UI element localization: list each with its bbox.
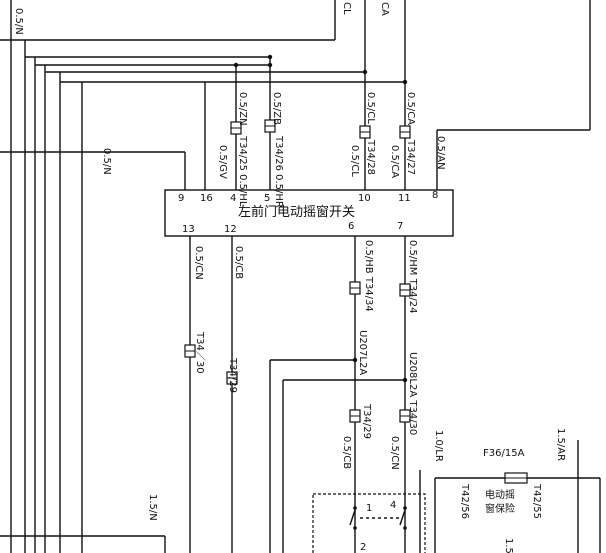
label-hr: T34/26 0.5/HR	[273, 135, 284, 208]
switch-box	[164, 189, 454, 237]
pin-9: 9	[178, 193, 184, 204]
switch-title: 左前门电动摇窗开关	[238, 204, 355, 220]
relay-pin-4: 4	[390, 500, 396, 511]
label-zb: 0.5/ZB	[271, 92, 282, 125]
label-n-bottom: 1.5/N	[147, 494, 158, 521]
label-t42-55: T42/55	[531, 483, 542, 519]
pin-16: 16	[200, 193, 213, 204]
relay-block	[312, 493, 426, 553]
label-slash: 1.5/	[503, 538, 514, 553]
relay-pin-1: 1	[366, 503, 372, 514]
label-t34-29: T34/29	[227, 357, 238, 393]
label-gv: 0.5/GV	[217, 145, 228, 179]
pin-12: 12	[224, 224, 237, 235]
relay-pin-2: 2	[360, 542, 366, 553]
contact-dot	[353, 526, 357, 530]
label-hl: T34/25 0.5/HL	[237, 135, 248, 207]
junction-dot	[362, 69, 368, 75]
relay-contact-1	[349, 509, 356, 526]
label-cl-lower: 0.5/CL	[349, 145, 360, 177]
label-lr: 1.0/LR	[433, 430, 444, 462]
label-u208: U208L2A T34/30	[407, 352, 418, 435]
label-t34-29b: T34/29	[361, 403, 372, 439]
label-cn: 0.5/CN	[193, 246, 204, 280]
label-cb-lower: 0.5/CB	[341, 436, 352, 469]
label-top-n: 0.5/N	[13, 8, 24, 35]
label-ca: 0.5/CA	[405, 92, 416, 125]
label-t42-56: T42/56	[459, 483, 470, 519]
fuse-code: F36/15A	[483, 448, 525, 459]
label-hm: 0.5/HM T34/24	[407, 240, 418, 314]
label-t34-30: T34／30	[194, 331, 206, 374]
contact-dot	[403, 506, 407, 510]
label-cl: 0.5/CL	[365, 92, 376, 124]
label-hb: 0.5/HB T34/34	[363, 240, 374, 312]
label-zn: 0.5/ZN	[237, 92, 248, 126]
label-ca-lower: 0.5/CA	[389, 145, 400, 178]
pin-6: 6	[348, 221, 354, 232]
junction-dot	[267, 62, 273, 68]
fuse-name-2: 窗保险	[485, 502, 515, 515]
label-n-mid: 0.5/N	[101, 148, 112, 175]
label-cn-lower: 0.5/CN	[389, 436, 400, 470]
junction-dot	[402, 377, 408, 383]
pin-13: 13	[182, 224, 195, 235]
label-cl-top: CL	[341, 2, 352, 15]
contact-dot	[403, 526, 407, 530]
label-t34-28: T34/28	[365, 139, 376, 175]
pin-4: 4	[230, 193, 236, 204]
junction-dot	[352, 357, 358, 363]
pin-7: 7	[397, 221, 403, 232]
junction-dot	[267, 54, 273, 60]
label-ar: 1.5/AR	[555, 428, 566, 461]
relay-contact-4	[399, 509, 406, 526]
label-cb: 0.5/CB	[233, 246, 244, 279]
label-t34-27: T34/27	[405, 139, 416, 175]
contact-dot	[353, 506, 357, 510]
pin-5: 5	[264, 193, 270, 204]
label-u207: U207L2A	[357, 330, 368, 375]
label-ca-top: CA	[379, 2, 390, 16]
fuse-name-1: 电动摇	[485, 488, 515, 501]
pin-10: 10	[358, 193, 371, 204]
junction-dot	[233, 62, 239, 68]
pin-11: 11	[398, 193, 411, 204]
junction-dot	[402, 79, 408, 85]
pin-8: 8	[432, 190, 438, 201]
label-an: 0.5/AN	[435, 136, 446, 170]
